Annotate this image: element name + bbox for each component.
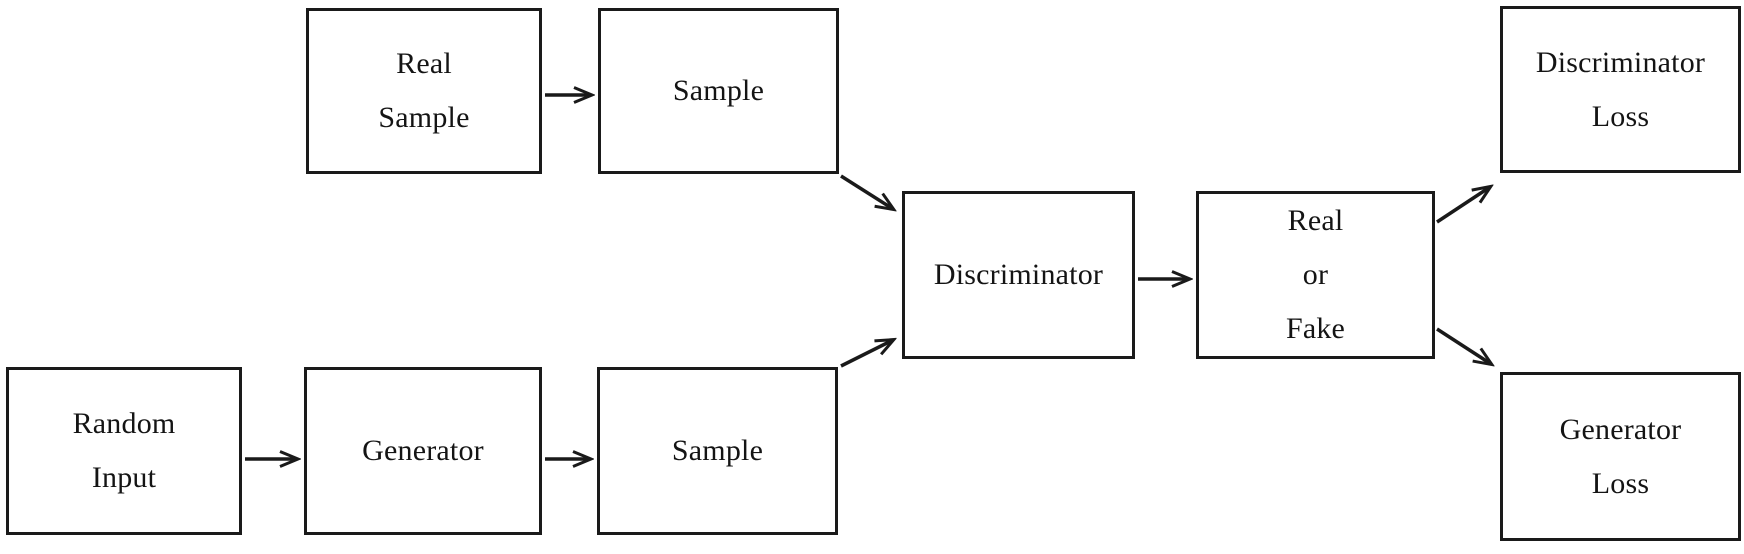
arrow-sample-top-to-discriminator bbox=[840, 174, 893, 209]
node-generator: Generator bbox=[304, 367, 542, 535]
node-sample-top-label: Sample bbox=[672, 74, 765, 107]
node-discriminator-loss: Discriminator Loss bbox=[1500, 6, 1741, 173]
node-real-or-fake: Real or Fake bbox=[1196, 191, 1435, 359]
node-real-or-fake-label: Real or Fake bbox=[1285, 204, 1346, 345]
arrow-real-or-fake-to-discriminator-loss bbox=[1436, 187, 1490, 224]
node-sample-bottom-label: Sample bbox=[671, 434, 764, 467]
node-sample-top: Sample bbox=[598, 8, 839, 174]
arrow-real-or-fake-to-generator-loss bbox=[1436, 327, 1491, 364]
arrow-sample-bottom-to-discriminator bbox=[840, 340, 893, 368]
node-generator-loss: Generator Loss bbox=[1500, 372, 1741, 541]
node-discriminator-loss-label: Discriminator Loss bbox=[1535, 45, 1706, 133]
node-real-sample: Real Sample bbox=[306, 8, 542, 174]
node-discriminator-label: Discriminator bbox=[933, 258, 1104, 291]
node-random-input-label: Random Input bbox=[72, 407, 176, 494]
node-random-input: Random Input bbox=[6, 367, 242, 535]
node-generator-loss-label: Generator Loss bbox=[1559, 412, 1682, 500]
node-discriminator: Discriminator bbox=[902, 191, 1135, 359]
node-generator-label: Generator bbox=[362, 434, 484, 467]
node-real-sample-label: Real Sample bbox=[378, 47, 470, 134]
node-sample-bottom: Sample bbox=[597, 367, 838, 535]
